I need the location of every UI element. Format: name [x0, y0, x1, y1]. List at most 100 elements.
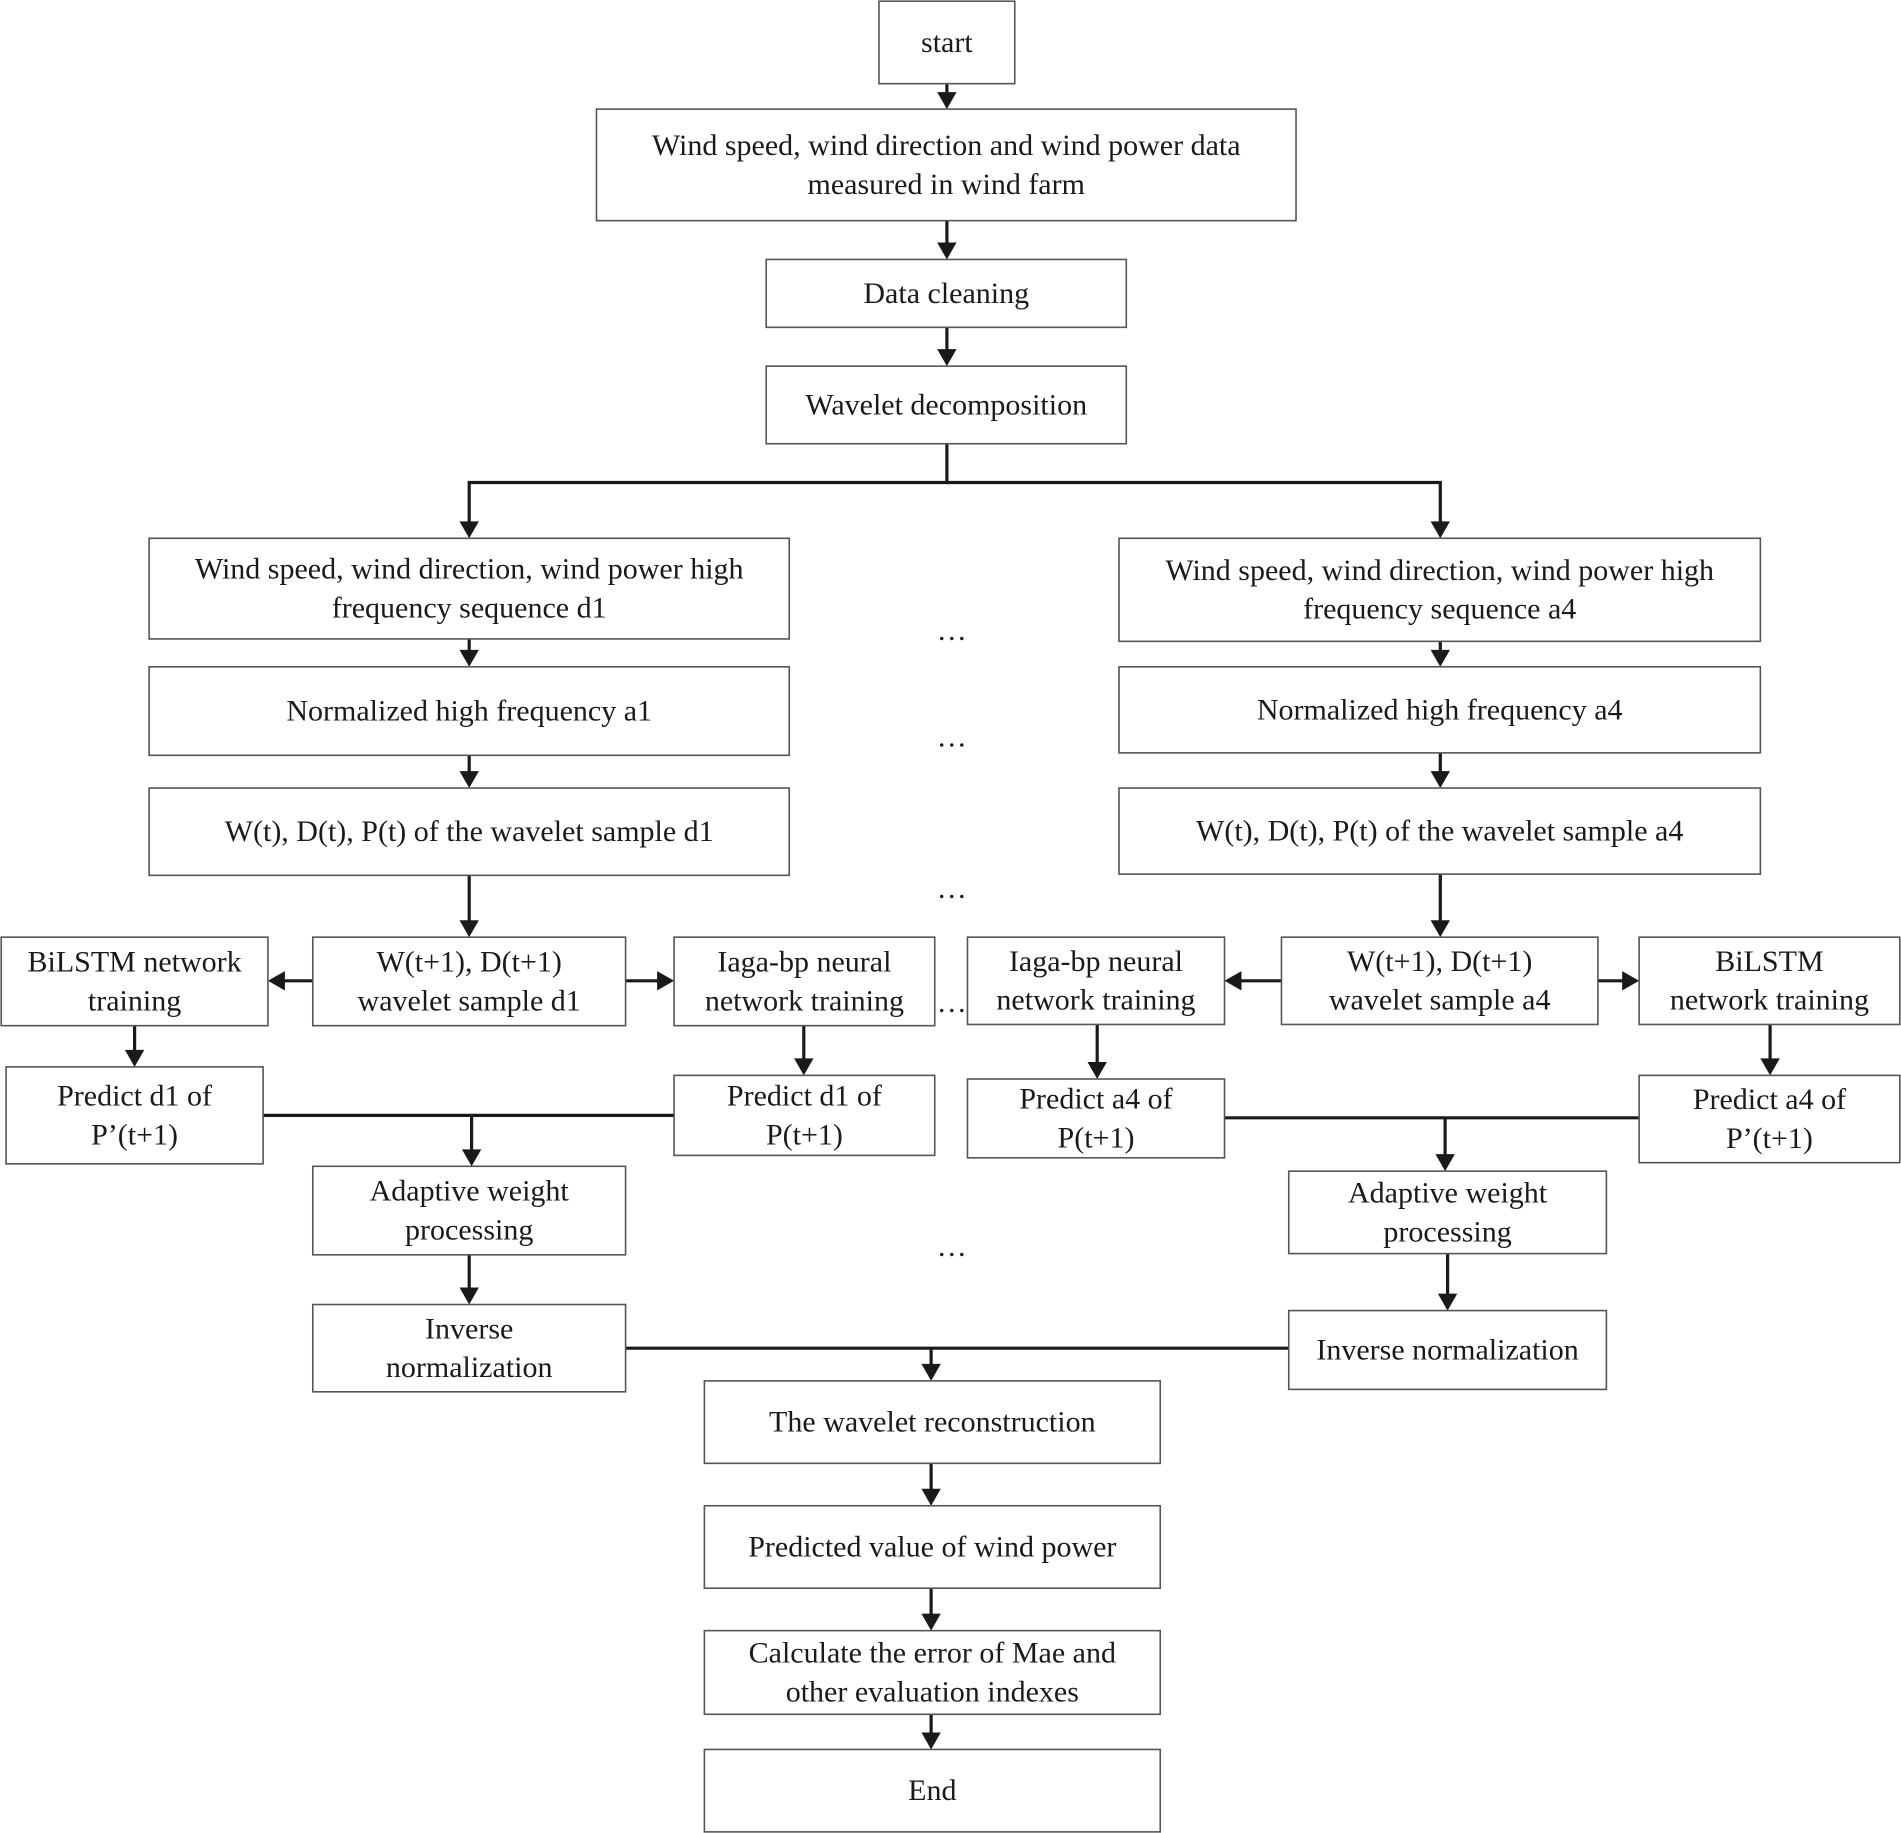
- node-pred-d1-p: Predict d1 of P(t+1): [673, 1074, 936, 1157]
- node-label: other evaluation indexes: [786, 1675, 1079, 1708]
- node-box: [966, 936, 1226, 1026]
- node-box: [595, 108, 1297, 222]
- node-label: Inverse: [425, 1312, 513, 1345]
- arrowhead: [794, 1058, 814, 1076]
- node-norm-a1: Normalized high frequency a1: [148, 666, 791, 757]
- arrowhead: [1224, 971, 1242, 991]
- node-label: processing: [1383, 1215, 1511, 1248]
- node-box: [1287, 1309, 1608, 1391]
- node-box: [5, 1066, 264, 1165]
- arrowhead: [459, 771, 479, 789]
- node-box: [148, 537, 791, 640]
- node-next-a4: W(t+1), D(t+1) wavelet sample a4: [1280, 936, 1599, 1026]
- arrowhead: [1430, 920, 1450, 938]
- node-label: network training: [996, 984, 1195, 1017]
- node-data-cleaning: Data cleaning: [765, 258, 1128, 329]
- node-label: network training: [1670, 984, 1869, 1017]
- node-box: [311, 1303, 627, 1393]
- arrowhead: [124, 1049, 145, 1067]
- node-box: [703, 1380, 1162, 1465]
- arrowhead: [937, 349, 957, 367]
- node-inverse-right: Inverse normalization: [1287, 1309, 1608, 1391]
- node-box: [1280, 936, 1599, 1026]
- node-inverse-left: Inverse normalization: [311, 1303, 627, 1393]
- node-label: frequency sequence d1: [332, 592, 607, 625]
- node-label: End: [908, 1774, 956, 1807]
- node-reconstruction: The wavelet reconstruction: [703, 1380, 1162, 1465]
- node-box: [311, 1165, 627, 1256]
- arrowhead: [1437, 1293, 1458, 1311]
- node-start: start: [878, 0, 1016, 85]
- ellipsis-marker: …: [937, 986, 967, 1019]
- ellipsis-marker: …: [937, 721, 967, 754]
- node-pred-a4-pprime: Predict a4 of P’(t+1): [1638, 1074, 1901, 1164]
- node-box: [1638, 936, 1901, 1026]
- node-label: BiLSTM network: [27, 946, 241, 979]
- node-label: Wind speed, wind direction and wind powe…: [652, 129, 1241, 162]
- node-box: [703, 1748, 1162, 1833]
- arrowhead: [461, 1149, 482, 1167]
- node-label: W(t+1), D(t+1): [1347, 945, 1532, 978]
- node-label: W(t), D(t), P(t) of the wavelet sample a…: [1196, 815, 1683, 848]
- node-label: W(t+1), D(t+1): [376, 946, 561, 979]
- node-box: [765, 365, 1128, 445]
- arrowhead: [1760, 1058, 1780, 1076]
- node-norm-a4: Normalized high frequency a4: [1118, 666, 1762, 754]
- arrowhead: [459, 649, 479, 667]
- node-label: Adaptive weight: [1348, 1176, 1548, 1209]
- node-label: Predict d1 of: [57, 1079, 212, 1112]
- node-label: Predict a4 of: [1693, 1083, 1846, 1116]
- node-label: P’(t+1): [1726, 1122, 1813, 1155]
- arrowhead: [267, 971, 285, 991]
- ellipsis-marker: …: [937, 614, 967, 647]
- node-box: [878, 0, 1016, 85]
- arrowhead: [937, 92, 957, 110]
- ellipsis-marker: …: [937, 872, 967, 905]
- node-wavelet-decomposition: Wavelet decomposition: [765, 365, 1128, 445]
- node-box: [1287, 1170, 1608, 1255]
- node-predicted-value: Predicted value of wind power: [703, 1504, 1162, 1590]
- node-label: wavelet sample d1: [358, 984, 581, 1017]
- arrowhead: [937, 242, 957, 260]
- node-label: The wavelet reconstruction: [769, 1406, 1096, 1439]
- node-label: Wind speed, wind direction, wind power h…: [195, 553, 744, 586]
- node-box: [703, 1629, 1162, 1716]
- node-label: Wind speed, wind direction, wind power h…: [1165, 554, 1714, 587]
- node-sample-a4: W(t), D(t), P(t) of the wavelet sample a…: [1118, 787, 1762, 875]
- node-label: Predict d1 of: [727, 1079, 882, 1112]
- node-label: normalization: [386, 1351, 553, 1384]
- node-label: Normalized high frequency a4: [1257, 693, 1623, 726]
- node-label: W(t), D(t), P(t) of the wavelet sample d…: [225, 815, 714, 848]
- node-label: Calculate the error of Mae and: [749, 1637, 1116, 1670]
- ellipsis-markers: … … … … …: [937, 614, 967, 1263]
- node-box: [148, 666, 791, 757]
- node-label: processing: [405, 1213, 533, 1246]
- node-label: Normalized high frequency a1: [286, 695, 652, 728]
- node-label: Predicted value of wind power: [748, 1530, 1116, 1563]
- arrowhead: [921, 1613, 941, 1631]
- node-label: measured in wind farm: [808, 168, 1085, 201]
- node-box: [1118, 537, 1762, 643]
- node-box: [966, 1078, 1226, 1159]
- node-box: [0, 936, 269, 1027]
- node-box: [148, 787, 791, 877]
- arrowhead: [1430, 521, 1450, 539]
- node-label: wavelet sample a4: [1329, 984, 1551, 1017]
- node-label: P(t+1): [1058, 1121, 1135, 1154]
- node-label: network training: [705, 984, 904, 1017]
- arrowhead: [921, 1732, 941, 1750]
- node-pred-a4-p: Predict a4 ofP(t+1): [966, 1078, 1226, 1159]
- node-label: P(t+1): [766, 1118, 843, 1151]
- connector-line: [946, 480, 1442, 529]
- node-next-d1: W(t+1), D(t+1) wavelet sample d1: [311, 936, 627, 1027]
- ellipsis-marker: …: [937, 1230, 967, 1263]
- node-label: P’(t+1): [91, 1118, 178, 1151]
- node-label: frequency sequence a4: [1303, 593, 1576, 626]
- node-adaptive-right: Adaptive weight processing: [1287, 1170, 1608, 1255]
